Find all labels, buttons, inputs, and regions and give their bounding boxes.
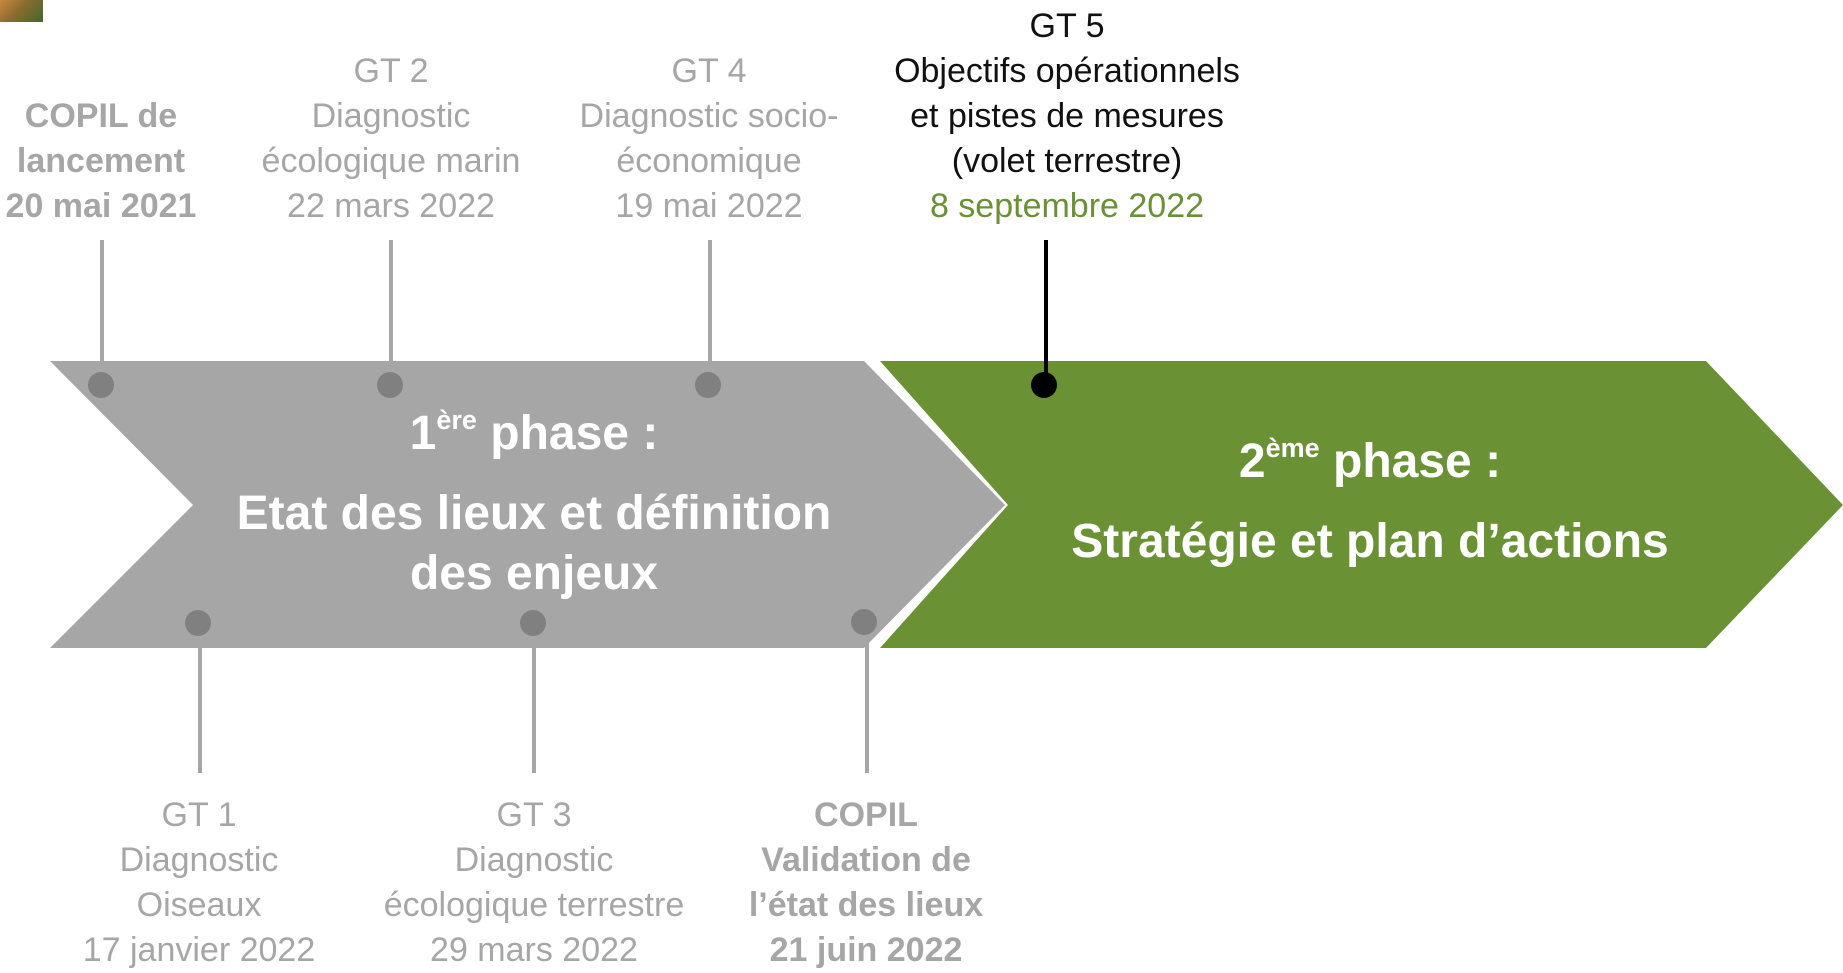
phase-1-label: 1ère phase : Etat des lieux et définitio…	[200, 404, 868, 604]
milestone-gt5: GT 5 Objectifs opérationnels et pistes d…	[857, 4, 1277, 229]
phase-2-title: 2ème phase :	[1238, 433, 1502, 489]
gt5-marker	[1031, 372, 1057, 398]
phase-1-arrow	[50, 361, 1005, 648]
phase-2-subtitle: Stratégie et plan d’actions	[1071, 515, 1669, 568]
phase-2-arrow	[880, 361, 1843, 648]
copil-launch-marker	[88, 372, 114, 398]
gt3-marker	[520, 610, 546, 636]
logo-thumbnail	[0, 0, 43, 22]
milestone-gt5-date: 8 septembre 2022	[929, 187, 1205, 225]
milestone-gt3: GT 3 Diagnostic écologique terrestre 29 …	[383, 796, 685, 969]
gt4-marker	[695, 372, 721, 398]
gt1-marker	[185, 610, 211, 636]
milestone-gt2: GT 2 Diagnostic écologique marin 22 mars…	[261, 52, 521, 225]
phase-1-subtitle: Etat des lieux et définition des enjeux	[236, 487, 832, 600]
phase-1-title: 1ère phase :	[409, 405, 659, 461]
milestone-copil-launch: COPIL de lancement 20 mai 2021	[5, 97, 197, 225]
gt2-marker	[377, 372, 403, 398]
copil-validation-marker	[851, 609, 877, 635]
milestone-gt1: GT 1 Diagnostic Oiseaux 17 janvier 2022	[82, 796, 316, 969]
phase-2-label: 2ème phase : Stratégie et plan d’actions	[1010, 432, 1730, 572]
milestone-gt4: GT 4 Diagnostic socio- économique 19 mai…	[579, 52, 839, 225]
milestone-copil-validation: COPIL Validation de l’état des lieux 21 …	[748, 796, 984, 969]
